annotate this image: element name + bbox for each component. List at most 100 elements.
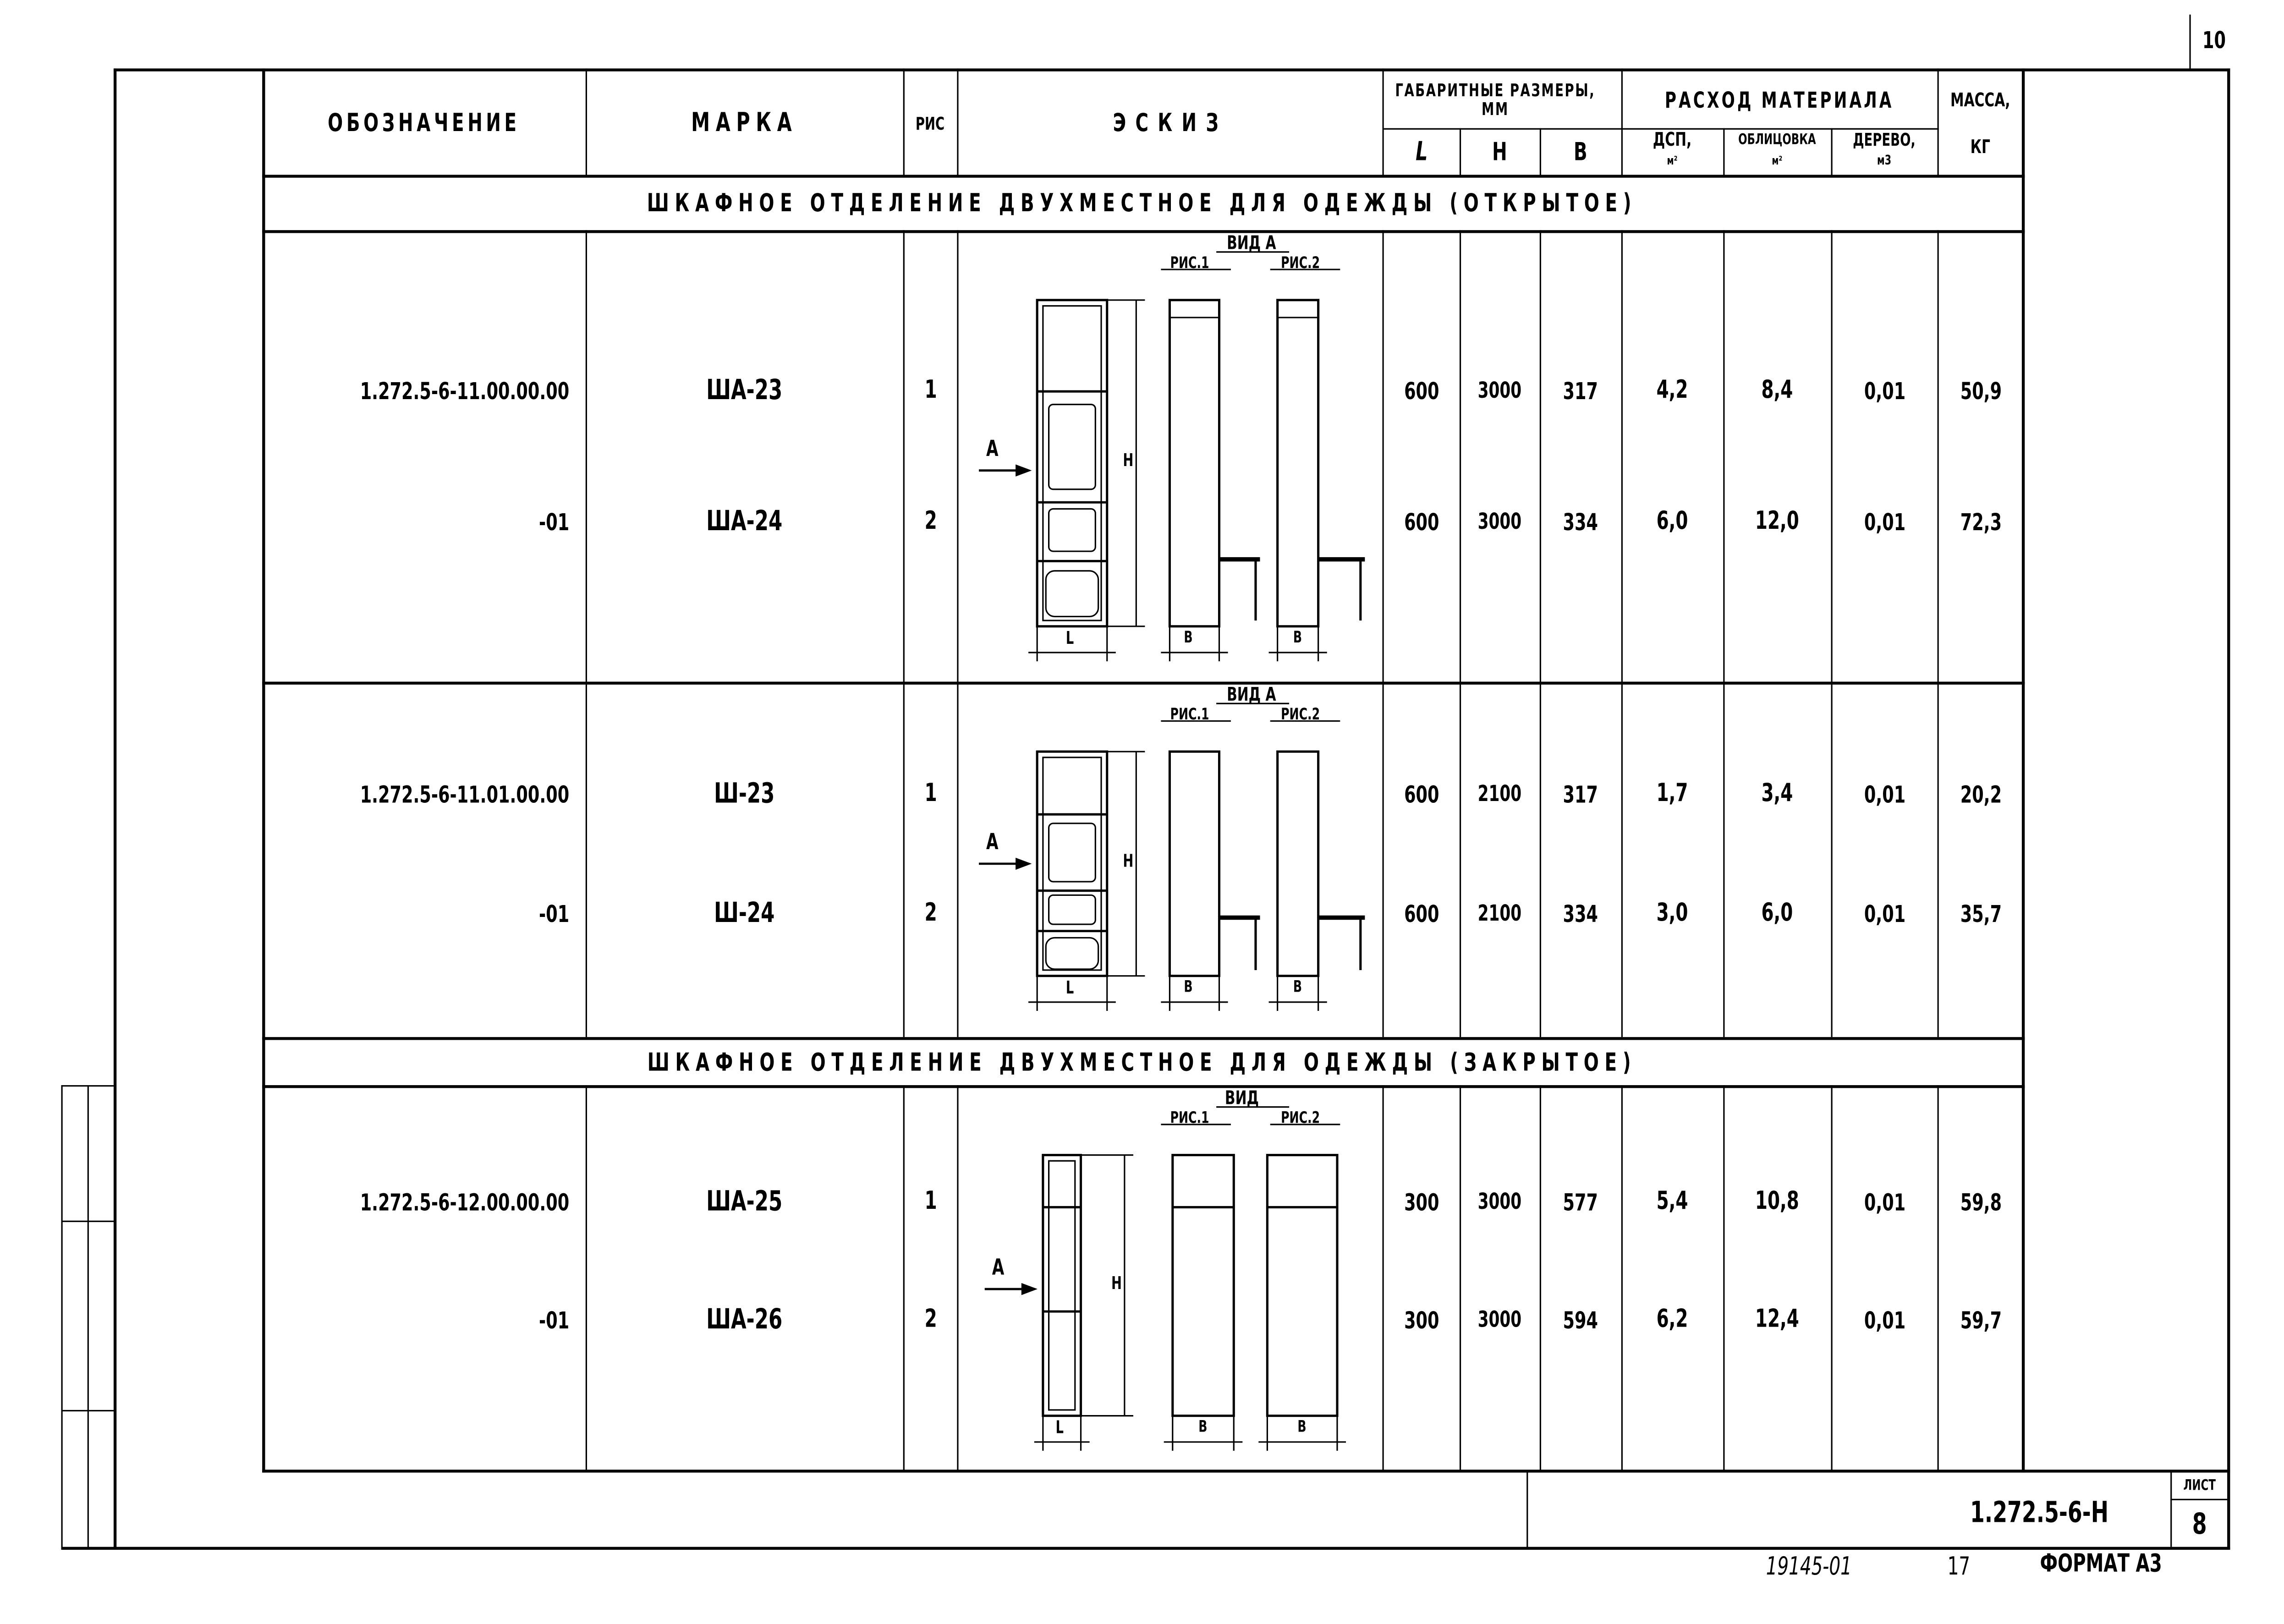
- sketch-fig2-label: РИС.2: [1281, 705, 1320, 724]
- cell-designation: -01: [539, 1306, 570, 1334]
- col-line: [1937, 681, 1939, 1037]
- cell-b: 317: [1563, 780, 1598, 808]
- cabinet-front-view: [1036, 750, 1109, 977]
- sketch-view-label: ВИД А: [1227, 684, 1276, 707]
- cell-mark: ША-24: [706, 505, 783, 538]
- cell-dsp: 6,0: [1656, 507, 1688, 536]
- frame-left: [113, 68, 117, 1550]
- cell-h: 3000: [1477, 1306, 1522, 1333]
- col-line: [1723, 230, 1725, 682]
- col-line: [1539, 681, 1541, 1037]
- cabinet-front-view: [1042, 1154, 1082, 1417]
- col-line: [1539, 1085, 1541, 1471]
- cell-designation: 1.272.5-6-11.01.00.00: [360, 780, 570, 808]
- header-mark: МАРКА: [691, 108, 798, 138]
- cell-facing: 6,0: [1761, 899, 1793, 928]
- sketch-fig2-label: РИС.2: [1281, 253, 1320, 273]
- rule: [1384, 128, 1939, 130]
- cell-l: 600: [1404, 376, 1439, 405]
- col-line: [1459, 230, 1461, 682]
- cell-facing: 10,8: [1755, 1187, 1799, 1217]
- cell-fig: 2: [924, 507, 937, 536]
- cell-l: 600: [1404, 507, 1439, 536]
- cabinet-side-view: [1171, 1154, 1235, 1417]
- header-fig: РИС: [915, 113, 945, 133]
- col-line: [1459, 681, 1461, 1037]
- header-facing: ОБЛИЦОВКА: [1738, 132, 1816, 149]
- cell-fig: 2: [924, 899, 937, 928]
- col-line: [1459, 1085, 1461, 1471]
- col-line: [585, 230, 587, 682]
- cell-mark: Ш-23: [714, 778, 775, 810]
- col-line: [1621, 1085, 1623, 1471]
- section-title-closed: ШКАФНОЕ ОТДЕЛЕНИЕ ДВУХМЕСТНОЕ ДЛЯ ОДЕЖДЫ…: [647, 1048, 1637, 1077]
- cell-h: 3000: [1477, 377, 1522, 404]
- inventory-number: 19145-01: [1766, 1553, 1852, 1582]
- header-mass: МАССА,: [1950, 90, 2010, 112]
- header-facing-unit: м²: [1772, 154, 1783, 168]
- col-line: [1382, 681, 1384, 1037]
- cabinet-sketch: [979, 251, 1365, 662]
- col-line: [1831, 1085, 1833, 1471]
- cell-mark: ША-26: [706, 1303, 783, 1336]
- document-code: 1.272.5-6-Н: [1970, 1494, 2109, 1530]
- cell-designation: -01: [539, 507, 570, 536]
- frame-top: [113, 68, 2230, 71]
- cell-wood: 0,01: [1864, 507, 1906, 536]
- header-h: H: [1492, 137, 1507, 167]
- col-line: [1382, 230, 1384, 682]
- cell-l: 300: [1404, 1306, 1439, 1334]
- cell-designation: 1.272.5-6-12.00.00.00: [360, 1188, 570, 1216]
- cell-mass: 50,9: [1960, 376, 2002, 405]
- header-dsp: ДСП,: [1653, 129, 1692, 152]
- rule: [262, 230, 2025, 233]
- rule: [262, 175, 2025, 178]
- col-line: [1459, 128, 1461, 176]
- rule: [262, 1085, 2025, 1088]
- header-wood: ДЕРЕВО,: [1853, 129, 1916, 150]
- col-line: [1937, 1085, 1939, 1471]
- cabinet-sketch: [984, 1106, 1346, 1451]
- col-line: [1937, 68, 1939, 176]
- header-mass-unit: КГ: [1970, 137, 1990, 159]
- sketch-l-label: L: [1065, 627, 1074, 648]
- frame-bottom: [61, 1547, 2230, 1550]
- cell-mass: 59,7: [1960, 1306, 2002, 1334]
- header-l: L: [1416, 137, 1428, 168]
- cabinet-front-view: [1036, 299, 1109, 628]
- cell-h: 3000: [1477, 508, 1522, 535]
- copy-number: 17: [1947, 1553, 1971, 1582]
- cabinet-side-view: [1276, 299, 1320, 628]
- cell-dsp: 6,2: [1656, 1305, 1688, 1334]
- cell-mark: Ш-24: [714, 897, 775, 929]
- sketch-b2-label: B: [1297, 1417, 1307, 1437]
- sketch-h-label: H: [1111, 1272, 1122, 1293]
- cabinet-side-view: [1168, 750, 1221, 977]
- cabinet-sketch: [979, 702, 1365, 1011]
- sketch-b2-label: B: [1293, 977, 1302, 997]
- cell-wood: 0,01: [1864, 376, 1906, 405]
- cell-designation: -01: [539, 899, 570, 927]
- sheet-label: ЛИСТ: [2183, 1477, 2216, 1494]
- col-line: [957, 230, 959, 682]
- col-line: [903, 681, 905, 1037]
- sketch-b1-label: B: [1184, 977, 1193, 997]
- stamp-line: [61, 1220, 114, 1222]
- cell-dsp: 3,0: [1656, 899, 1688, 928]
- col-line: [1723, 681, 1725, 1037]
- sketch-b1-label: B: [1184, 627, 1193, 647]
- sketch-view-label: ВИД А: [1227, 233, 1276, 255]
- col-line: [1539, 230, 1541, 682]
- col-line: [903, 230, 905, 682]
- sketch-h-label: H: [1123, 850, 1134, 871]
- col-line: [1831, 128, 1833, 176]
- col-line: [1382, 68, 1384, 176]
- sheet-number: 8: [2192, 1505, 2207, 1541]
- col-line: [585, 1085, 587, 1471]
- header-wood-unit: м3: [1877, 154, 1892, 169]
- cell-wood: 0,01: [1864, 1188, 1906, 1216]
- sketch-arrow-label: А: [992, 1254, 1005, 1280]
- title-block-line: [2170, 1471, 2172, 1547]
- cell-wood: 0,01: [1864, 780, 1906, 808]
